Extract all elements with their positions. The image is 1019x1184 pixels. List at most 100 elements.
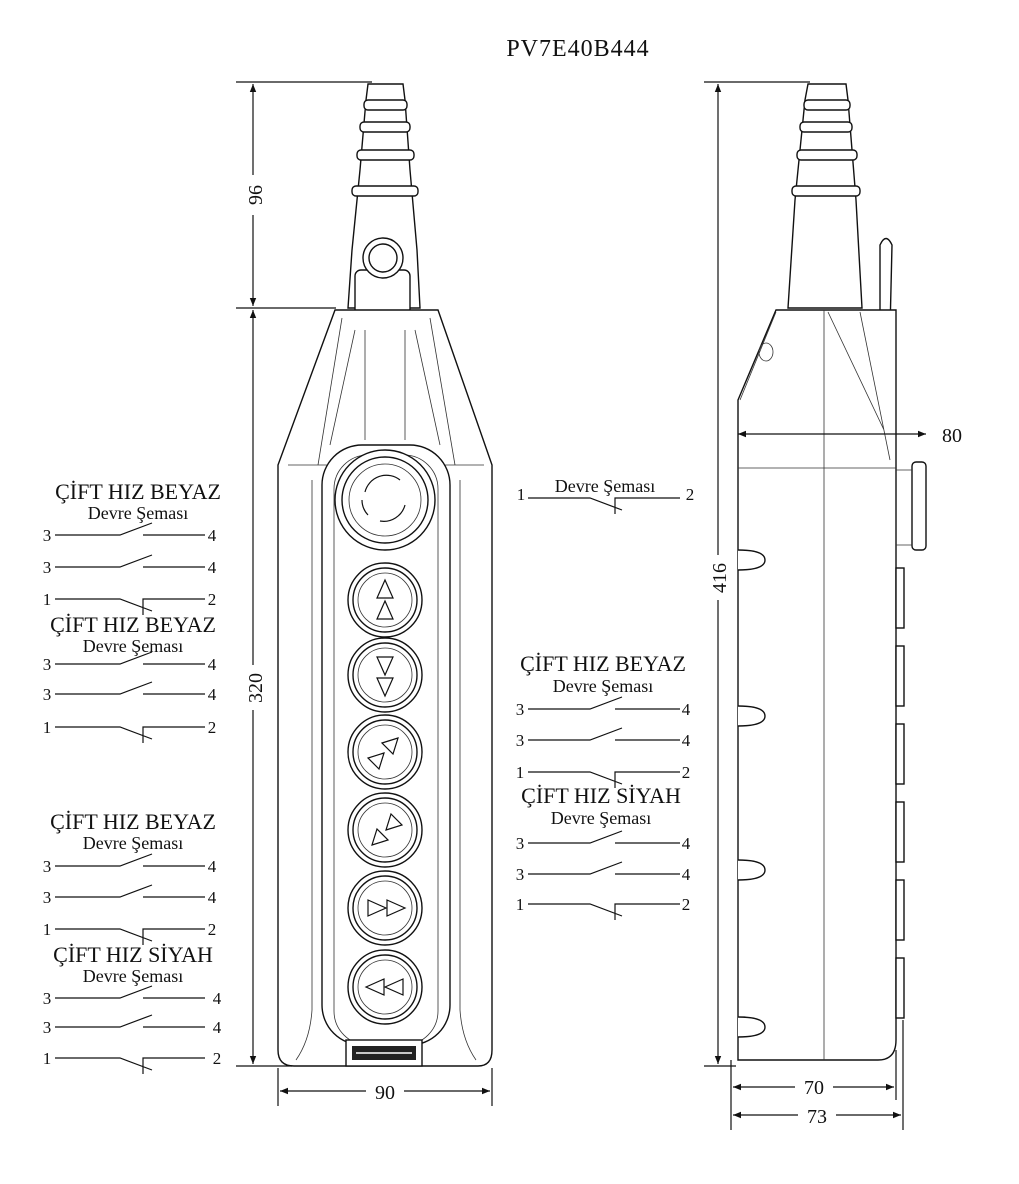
- terminal-label: 4: [213, 989, 222, 1008]
- terminal-label: 4: [682, 865, 691, 884]
- circuit-schematic: Devre Şeması 1 2: [517, 476, 695, 514]
- push-button[interactable]: [347, 949, 423, 1025]
- terminal-label: 2: [208, 920, 217, 939]
- dim-320: 320: [245, 673, 267, 703]
- terminal-label: 4: [682, 731, 691, 750]
- push-button[interactable]: [347, 562, 423, 638]
- terminal-label: 3: [43, 685, 52, 704]
- terminal-label: 1: [516, 895, 525, 914]
- terminal-label: 1: [43, 718, 52, 737]
- side-rib: [737, 705, 766, 727]
- terminal-label: 3: [43, 655, 52, 674]
- schematic-title: ÇİFT HIZ SİYAH: [53, 942, 213, 967]
- double-arrow-right-icon: [367, 899, 407, 917]
- terminal-label: 3: [516, 731, 525, 750]
- dim-70: 70: [804, 1077, 824, 1099]
- side-button-housing: [895, 801, 905, 863]
- front-view: 96 320 90: [236, 81, 493, 1106]
- schematic-subtitle: Devre Şeması: [551, 808, 651, 828]
- terminal-label: 4: [682, 700, 691, 719]
- push-button[interactable]: [347, 792, 423, 868]
- dim-90: 90: [375, 1082, 395, 1104]
- terminal-label: 3: [516, 700, 525, 719]
- dim-73: 73: [807, 1106, 827, 1128]
- dim-96: 96: [245, 185, 267, 205]
- terminal-label: 4: [208, 558, 217, 577]
- schematic-subtitle: Devre Şeması: [555, 476, 655, 496]
- schematic-subtitle: Devre Şeması: [83, 966, 183, 986]
- terminal-label: 4: [213, 1018, 222, 1037]
- terminal-label: 1: [516, 763, 525, 782]
- side-rib: [737, 549, 766, 571]
- schematic-subtitle: Devre Şeması: [88, 503, 188, 523]
- schematic-title: ÇİFT HIZ BEYAZ: [50, 809, 216, 834]
- emergency-stop-icon: [361, 474, 406, 522]
- terminal-label: 4: [208, 685, 217, 704]
- terminal-label: 3: [516, 834, 525, 853]
- terminal-label: 2: [682, 895, 691, 914]
- double-arrow-left-icon: [364, 978, 404, 996]
- side-button-housing: [895, 723, 905, 785]
- terminal-label: 4: [208, 526, 217, 545]
- double-arrow-down-left-icon: [371, 812, 404, 846]
- push-button[interactable]: [347, 870, 423, 946]
- terminal-label: 2: [208, 590, 217, 609]
- cable-gland: [347, 83, 421, 349]
- push-button[interactable]: [347, 714, 423, 790]
- terminal-label: 1: [517, 485, 526, 504]
- schematic-subtitle: Devre Şeması: [83, 636, 183, 656]
- push-button[interactable]: [347, 637, 423, 713]
- terminal-label: 4: [682, 834, 691, 853]
- double-arrow-down-icon: [376, 656, 394, 698]
- dim-80: 80: [942, 425, 962, 447]
- double-arrow-up-right-icon: [366, 737, 399, 771]
- terminal-label: 1: [43, 1049, 52, 1068]
- schematic-subtitle: Devre Şeması: [553, 676, 653, 696]
- terminal-label: 3: [43, 1018, 52, 1037]
- terminal-label: 3: [43, 888, 52, 907]
- side-button-housing: [895, 567, 905, 629]
- side-rib: [737, 1016, 766, 1038]
- terminal-label: 1: [43, 590, 52, 609]
- schematic-title: ÇİFT HIZ BEYAZ: [55, 479, 221, 504]
- terminal-label: 2: [208, 718, 217, 737]
- terminal-label: 1: [43, 920, 52, 939]
- schematic-title: ÇİFT HIZ BEYAZ: [520, 651, 686, 676]
- dim-416: 416: [709, 563, 731, 593]
- schematic-subtitle: Devre Şeması: [83, 833, 183, 853]
- schematic-title: ÇİFT HIZ BEYAZ: [50, 612, 216, 637]
- terminal-label: 3: [43, 989, 52, 1008]
- double-arrow-up-icon: [376, 578, 394, 620]
- emergency-stop-button[interactable]: [334, 449, 436, 551]
- side-view: 416 80 70 73: [704, 81, 962, 1130]
- terminal-label: 3: [516, 865, 525, 884]
- terminal-label: 3: [43, 857, 52, 876]
- terminal-label: 4: [208, 857, 217, 876]
- terminal-label: 2: [682, 763, 691, 782]
- terminal-label: 2: [686, 485, 695, 504]
